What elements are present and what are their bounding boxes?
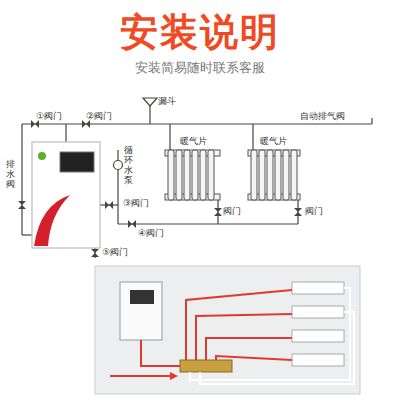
radiator-label: 暖气片 — [260, 136, 287, 147]
air-vent-label: 自动排气阀 — [300, 111, 345, 122]
valve-label: ③阀门 — [123, 198, 149, 209]
funnel-label: 漏斗 — [158, 96, 176, 107]
valve-label: ④阀门 — [138, 228, 164, 239]
title: 安装说明 — [120, 10, 280, 56]
radiator-label: 暖气片 — [180, 136, 207, 147]
valve-label: ②阀门 — [86, 111, 112, 122]
valve-label: ①阀门 — [36, 111, 62, 122]
valve-label: ⑤阀门 — [102, 247, 128, 258]
drain-valve-label: 排水阀 — [6, 160, 15, 190]
valve-label: 阀门 — [305, 206, 323, 217]
pump-label: 循环水泵 — [124, 146, 133, 186]
subtitle: 安装简易随时联系客服 — [135, 60, 265, 76]
valve-label: 阀门 — [223, 206, 241, 217]
